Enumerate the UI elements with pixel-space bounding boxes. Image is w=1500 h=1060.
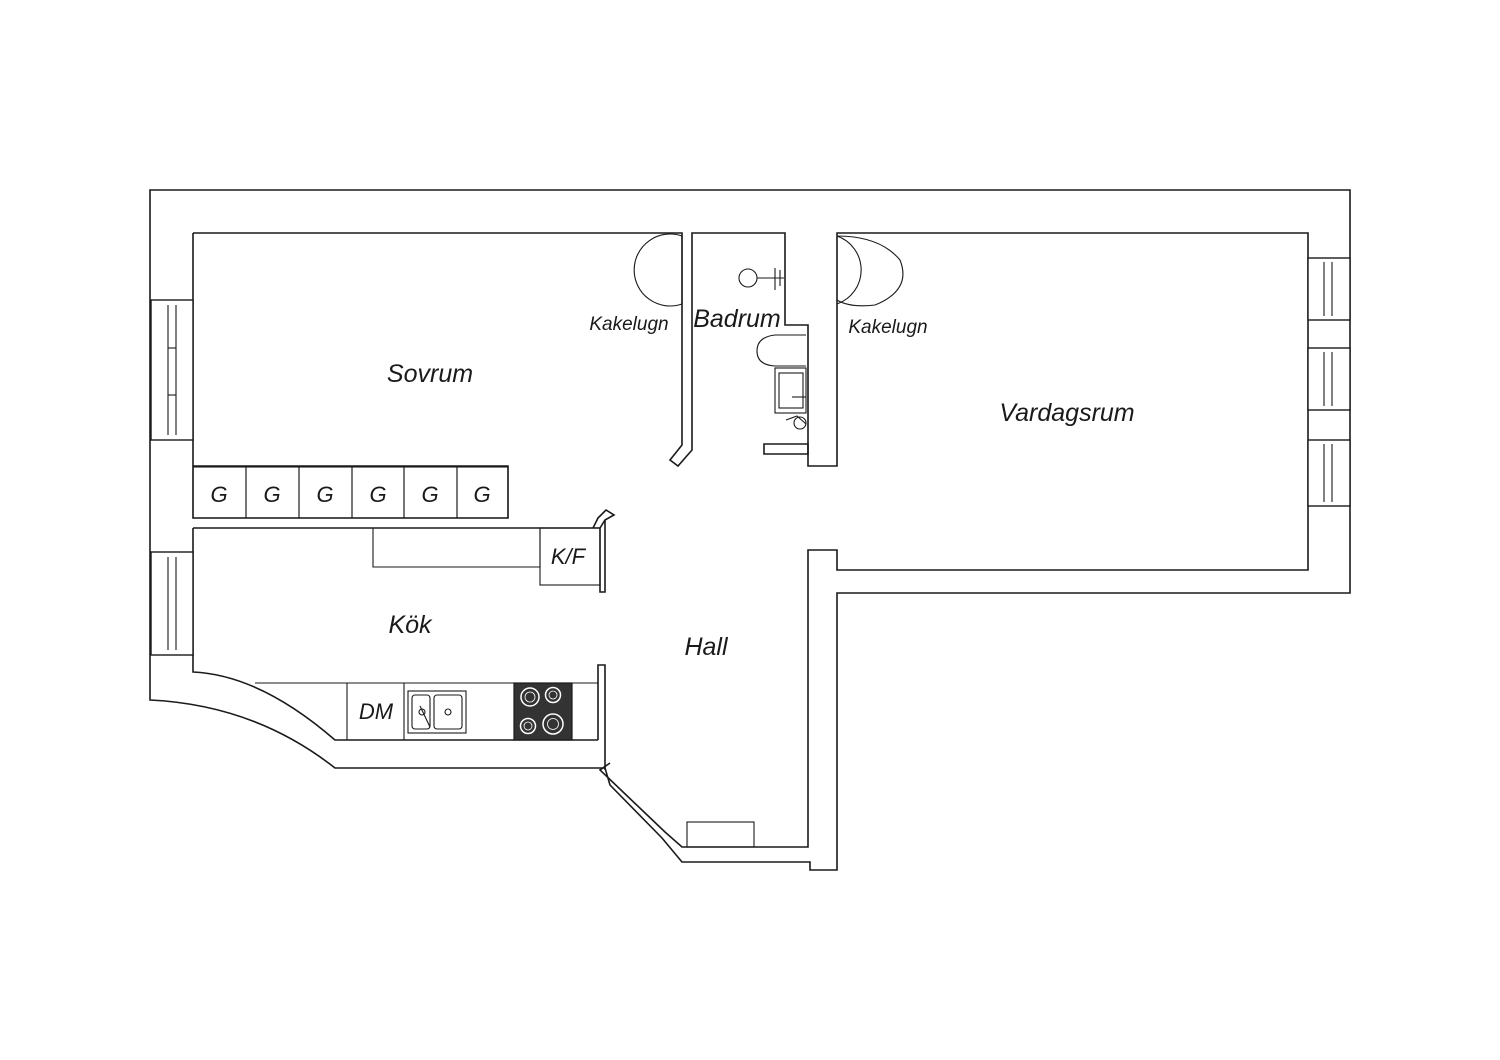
fixture-labels: Kakelugn Kakelugn K/F DM <box>359 314 928 724</box>
hall-radiator <box>686 821 755 848</box>
kakelugn-stove-right <box>836 235 904 307</box>
room-label-sovrum: Sovrum <box>387 360 473 388</box>
windows <box>150 257 1351 656</box>
fridge-freezer-label: K/F <box>551 544 587 569</box>
wardrobes: G G G G G G <box>192 466 509 519</box>
fridge-freezer <box>539 527 601 586</box>
wardrobe-label-1: G <box>210 482 227 507</box>
toilet-icon <box>756 334 806 367</box>
room-labels: Sovrum Badrum Vardagsrum Kök Hall <box>387 305 1135 661</box>
wardrobe-label-2: G <box>263 482 280 507</box>
wardrobe-label-5: G <box>421 482 438 507</box>
bathroom-fixtures <box>738 268 809 455</box>
dishwasher-label: DM <box>359 699 394 724</box>
kitchen-sink-icon <box>407 690 467 734</box>
wardrobe-label-4: G <box>369 482 386 507</box>
room-label-vardagsrum: Vardagsrum <box>999 399 1134 427</box>
bathroom-sink-icon <box>774 367 807 414</box>
kakelugn-label-left: Kakelugn <box>589 314 668 335</box>
kitchen-fixtures <box>255 527 601 741</box>
room-label-kok: Kök <box>388 611 433 639</box>
room-label-badrum: Badrum <box>693 305 781 333</box>
shower-icon <box>738 268 758 288</box>
room-label-hall: Hall <box>684 633 729 661</box>
wardrobe-6 <box>456 466 509 519</box>
kakelugn-stove-left <box>633 233 683 307</box>
kakelugn-label-right: Kakelugn <box>848 317 927 338</box>
wardrobe-label-6: G <box>473 482 490 507</box>
wardrobe-label-3: G <box>316 482 333 507</box>
tile-stoves <box>633 233 904 307</box>
outer-walls <box>149 189 1351 871</box>
